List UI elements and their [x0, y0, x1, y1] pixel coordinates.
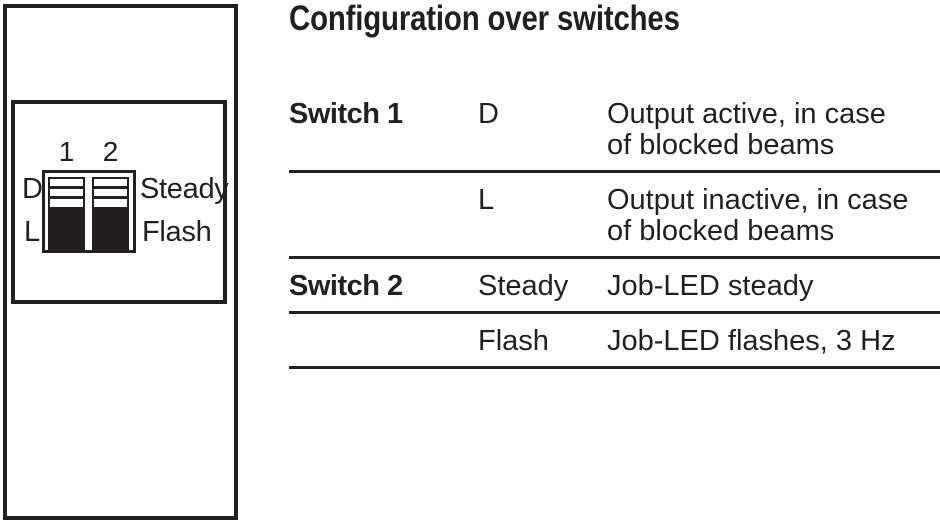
row-description: Job-LED flashes, 3 Hz: [607, 326, 940, 357]
switch-ridge: [94, 179, 127, 189]
table-row: Flash Job-LED flashes, 3 Hz: [289, 314, 940, 369]
row-switch-name: Switch 1: [289, 98, 403, 130]
description-line: of blocked beams: [607, 215, 835, 247]
dip-switch-1: [48, 177, 85, 250]
row-switch-name: Switch 2: [289, 270, 403, 302]
row-description: Output active, in case of blocked beams: [607, 99, 940, 161]
row-switch-position: D: [478, 98, 499, 130]
switch-1-knob-down: [50, 207, 83, 248]
description-line: Job-LED flashes, 3 Hz: [607, 325, 896, 357]
page-title: Configuration over switches: [289, 0, 680, 38]
description-line: Output inactive, in case: [607, 184, 909, 216]
description-line: of blocked beams: [607, 129, 835, 161]
table-row: Switch 2 Steady Job-LED steady: [289, 259, 940, 314]
configuration-table: Switch 1 D Output active, in case of blo…: [289, 99, 940, 369]
row-switch-position: Flash: [478, 325, 549, 357]
position-label-flash: Flash: [142, 216, 212, 248]
position-label-l: L: [24, 216, 40, 248]
row-switch-position: Steady: [478, 270, 569, 302]
table-row: L Output inactive, in case of blocked be…: [289, 173, 940, 259]
description-line: Job-LED steady: [607, 270, 814, 302]
row-description: Output inactive, in case of blocked beam…: [607, 185, 940, 247]
position-label-steady: Steady: [140, 173, 229, 205]
switch-ridge: [50, 179, 83, 189]
switch-2-knob-down: [94, 207, 127, 248]
dip-switch-2: [92, 177, 129, 250]
switch-2-number-label: 2: [102, 136, 119, 167]
description-line: Output active, in case: [607, 98, 886, 130]
switch-gap: [50, 199, 83, 207]
switch-gap: [94, 199, 127, 207]
position-label-d: D: [22, 173, 43, 205]
switch-1-number-label: 1: [58, 136, 75, 167]
switch-ridge: [94, 189, 127, 199]
row-switch-name: [289, 326, 478, 357]
row-switch-position: L: [478, 184, 495, 216]
switch-ridge: [50, 189, 83, 199]
row-switch-name: [289, 185, 478, 247]
dip-switch-block: [42, 170, 136, 253]
table-row: Switch 1 D Output active, in case of blo…: [289, 99, 940, 173]
row-description: Job-LED steady: [607, 271, 940, 302]
